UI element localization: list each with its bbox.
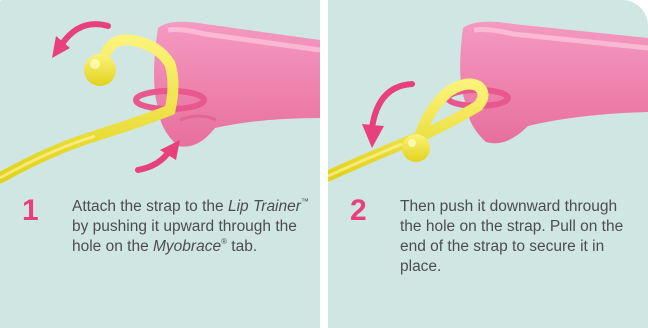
product-name: Lip Trainer bbox=[228, 198, 301, 215]
step-2-illustration bbox=[328, 0, 648, 215]
step-1-illustration bbox=[0, 0, 320, 215]
step-2-number: 2 bbox=[350, 196, 367, 226]
step-1-number: 1 bbox=[22, 196, 39, 226]
curved-arrow-up-left-icon bbox=[52, 24, 108, 58]
lip-trainer bbox=[154, 22, 320, 147]
step-1-text-c: tab. bbox=[227, 238, 257, 255]
step-1-text-a: Attach the strap to the bbox=[72, 198, 228, 215]
step-2-text: Then push it downward through the hole o… bbox=[400, 197, 638, 277]
lip-trainer bbox=[460, 22, 648, 144]
step-2-panel: 2 Then push it downward through the hole… bbox=[328, 0, 648, 328]
curved-arrow-right-icon bbox=[138, 140, 180, 170]
step-1-text: Attach the strap to the Lip Trainer™ by … bbox=[72, 197, 310, 257]
step-1-panel: 1 Attach the strap to the Lip Trainer™ b… bbox=[0, 0, 320, 328]
trademark-symbol: ™ bbox=[301, 197, 309, 206]
strap bbox=[328, 84, 483, 176]
brand-name: Myobrace bbox=[153, 238, 221, 255]
